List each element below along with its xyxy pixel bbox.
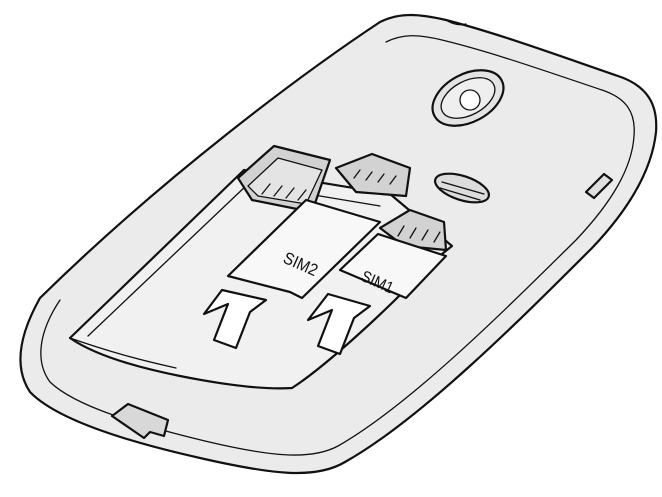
camera-lens-icon: [460, 90, 480, 110]
